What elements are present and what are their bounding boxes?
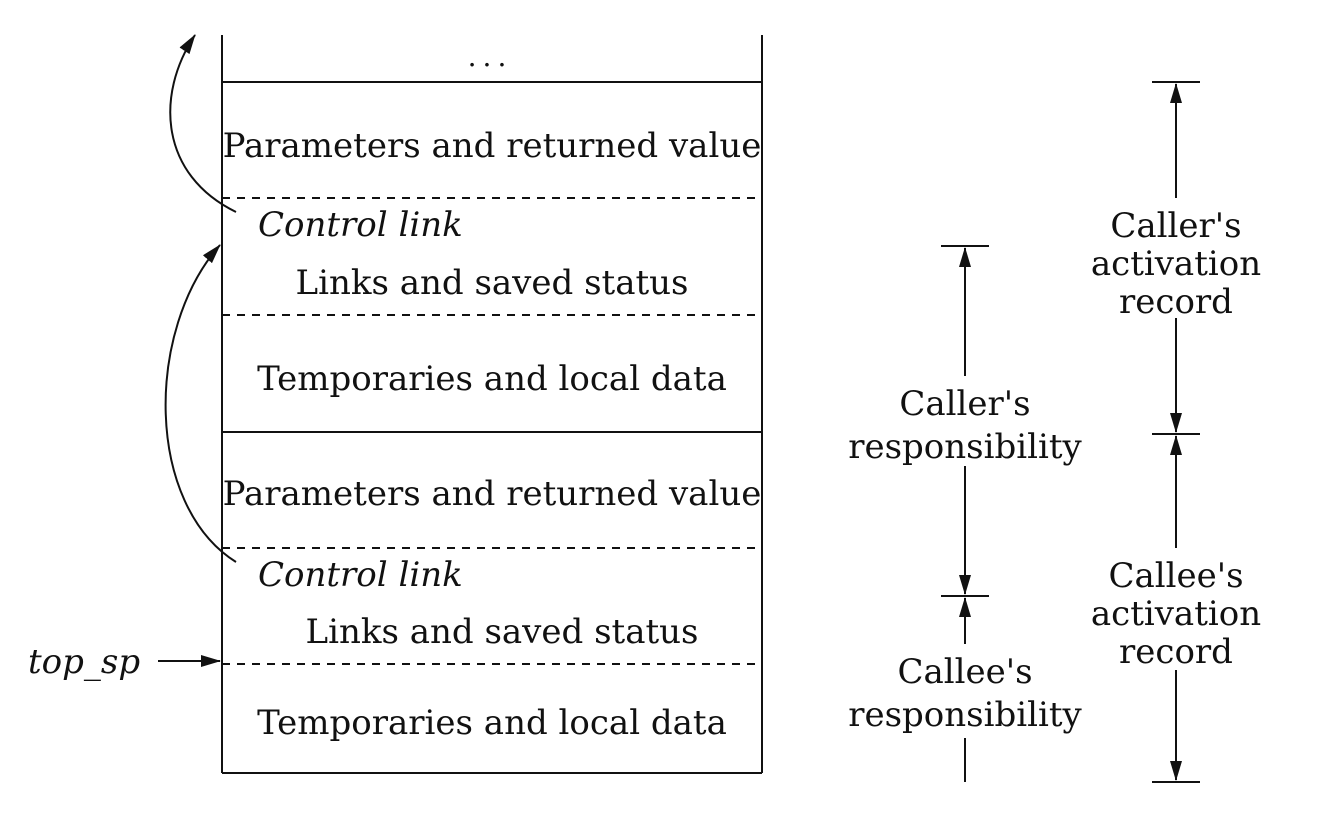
lower-control-link-label: Control link [258, 555, 463, 595]
stack-frame [221, 35, 763, 774]
caller-record-line2: activation [1091, 244, 1261, 284]
callee-responsibility-line2: responsibility [848, 695, 1082, 735]
upper-control-link-label: Control link [258, 205, 463, 245]
upper-params-label: Parameters and returned value [223, 126, 762, 166]
callee-responsibility-line1: Callee's [897, 652, 1032, 692]
activation-record-bracket [1152, 81, 1200, 783]
responsibility-bracket [941, 245, 989, 782]
top-sp-label: top_sp [28, 642, 140, 682]
caller-responsibility-line2: responsibility [848, 427, 1082, 467]
upper-control-link-arrow [169, 34, 237, 213]
caller-record-line1: Caller's [1110, 206, 1241, 246]
upper-links-label: Links and saved status [296, 263, 689, 303]
caller-responsibility-line1: Caller's [899, 384, 1030, 424]
upper-temporaries-label: Temporaries and local data [257, 359, 727, 399]
callee-record-line3: record [1119, 632, 1233, 672]
lower-temporaries-label: Temporaries and local data [257, 703, 727, 743]
stack-ellipsis: ... [468, 40, 513, 73]
callee-record-line1: Callee's [1108, 556, 1243, 596]
lower-links-label: Links and saved status [306, 612, 699, 652]
lower-control-link-arrow [164, 244, 237, 563]
callee-record-line2: activation [1091, 594, 1261, 634]
caller-record-line3: record [1119, 282, 1233, 322]
lower-params-label: Parameters and returned value [223, 474, 762, 514]
